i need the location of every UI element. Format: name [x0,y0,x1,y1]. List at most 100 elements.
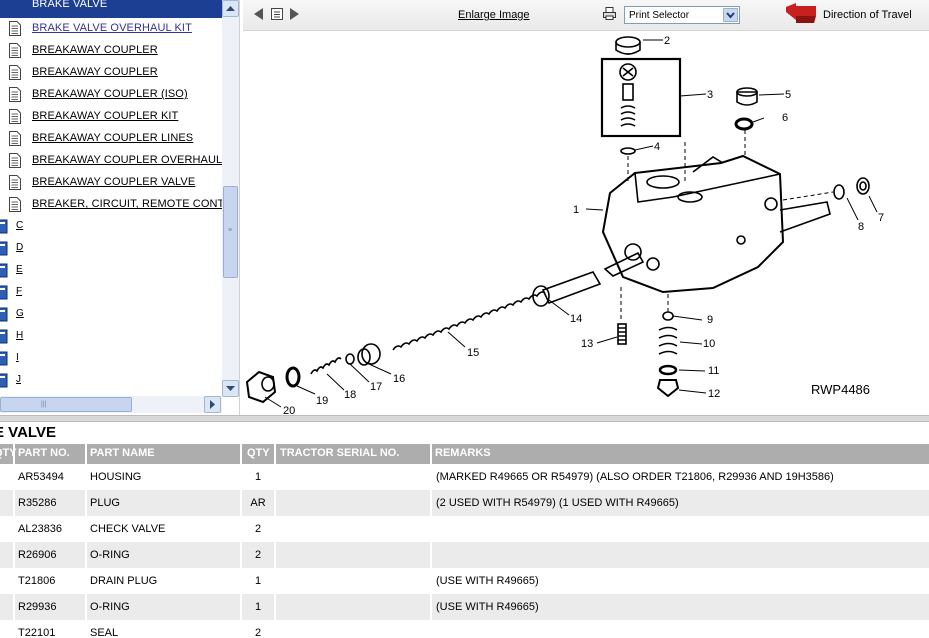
part-name-cell: PLUG [90,497,120,509]
tree-letter-e[interactable]: E [0,260,60,282]
chevron-right-icon [210,400,215,409]
tree-item[interactable]: BREAKAWAY COUPLER LINES [0,128,222,150]
tree-item[interactable]: BREAKAWAY COUPLER OVERHAUL K [0,150,232,172]
callout-15[interactable]: 15 [467,347,479,359]
callout-7[interactable]: 7 [878,212,884,224]
brake-valve-drawing: 2 3 4 5 6 1 7 8 9 10 11 12 13 14 15 16 1… [245,35,884,417]
callout-8[interactable]: 8 [858,221,864,233]
callout-9[interactable]: 9 [707,314,713,326]
index-button[interactable] [270,6,284,22]
callout-18[interactable]: 18 [344,389,356,401]
section-title: E VALVE [0,424,56,441]
tree-letter-i[interactable]: I [0,348,60,370]
callout-16[interactable]: 16 [393,373,405,385]
tree-item-label: BREAKAWAY COUPLER (ISO) [32,88,188,100]
document-icon [9,109,21,124]
tree-item[interactable]: BRAKE VALVE OVERHAUL KIT [0,18,222,40]
part-no-cell[interactable]: R35286 [18,497,57,509]
callout-2[interactable]: 2 [664,35,670,47]
callout-10[interactable]: 10 [703,338,715,350]
callout-6[interactable]: 6 [782,112,788,124]
print-selector-dropdown[interactable]: Print Selector [624,6,740,24]
callout-13[interactable]: 13 [581,338,593,350]
image-toolbar: Enlarge Image Print Selector Direction o… [243,0,929,31]
part-name-cell: SEAL [90,627,119,638]
callout-17[interactable]: 17 [370,381,382,393]
letter-label: H [16,330,24,341]
triangle-right-icon [290,8,299,20]
part-no-cell[interactable]: T21806 [18,575,56,587]
list-page-icon [271,8,283,20]
tree-item[interactable]: BREAKAWAY COUPLER KIT [0,106,222,128]
scroll-up-button[interactable] [222,0,239,17]
book-icon [0,351,8,366]
remarks-cell: (USE WITH R49665) [436,575,539,587]
tree-vertical-scrollbar[interactable]: ≡ [222,0,239,397]
tree-item[interactable]: BREAKER, CIRCUIT, REMOTE CONTROL [0,194,239,216]
callout-19[interactable]: 19 [316,395,328,407]
part-no-cell[interactable]: R26906 [18,549,57,561]
part-no-cell[interactable]: AR53494 [18,471,64,483]
tree-letter-f[interactable]: F [0,282,60,304]
book-icon [0,329,8,344]
table-row[interactable]: T21806 DRAIN PLUG 1 (USE WITH R49665) [0,568,929,594]
document-icon [9,65,21,80]
part-name-cell: O-RING [90,549,130,561]
horizontal-scroll-thumb[interactable]: ||| [0,397,132,412]
scroll-down-button[interactable] [222,380,239,397]
tree-letter-g[interactable]: G [0,304,60,326]
tree-letter-j[interactable]: J [0,370,60,392]
tree-item-label: BREAKAWAY COUPLER KIT [32,110,179,122]
tree-letter-h[interactable]: H [0,326,60,348]
printer-icon[interactable] [603,7,616,20]
callout-3[interactable]: 3 [707,89,713,101]
qty-cell: 1 [254,601,262,613]
chevron-down-icon [726,12,735,19]
exploded-parts-diagram: 2 3 4 5 6 1 7 8 9 10 11 12 13 14 15 16 1… [243,32,929,417]
callout-20[interactable]: 20 [283,405,295,417]
tree-letter-d[interactable]: D [0,238,60,260]
remarks-cell: (USE WITH R49665) [436,601,539,613]
part-no-cell[interactable]: AL23836 [18,523,63,535]
tree-item[interactable]: BREAKAWAY COUPLER VALVE [0,172,222,194]
part-no-cell[interactable]: T22101 [18,627,56,638]
part-no-cell[interactable]: R29936 [18,601,57,613]
tree-item-label: BREAKAWAY COUPLER [32,44,158,56]
qty-cell: 1 [254,575,262,587]
qty-cell: 1 [254,471,262,483]
qty-cell: 2 [254,627,262,638]
document-icon [9,21,21,36]
tree-item[interactable]: BREAKAWAY COUPLER [0,62,222,84]
tree-item[interactable]: BREAKAWAY COUPLER (ISO) [0,84,222,106]
callout-11[interactable]: 11 [708,365,719,377]
book-icon [0,219,8,234]
tree-letter-c[interactable]: C [0,216,60,238]
callout-1[interactable]: 1 [573,204,579,216]
triangle-left-icon [254,8,263,20]
tree-item[interactable]: BREAKAWAY COUPLER [0,40,222,62]
tree-item[interactable]: BRAKE VALVE [0,0,222,18]
qty-cell: AR [250,497,266,509]
callout-5[interactable]: 5 [785,89,791,101]
next-image-button[interactable] [287,6,301,22]
vertical-scroll-thumb[interactable]: ≡ [223,186,238,278]
callout-4[interactable]: 4 [654,141,660,153]
image-id-label: RWP4486 [811,382,870,397]
callout-12[interactable]: 12 [708,388,720,400]
pane-splitter[interactable] [0,415,929,422]
enlarge-image-link[interactable]: Enlarge Image [458,9,530,21]
previous-image-button[interactable] [252,6,266,22]
scroll-right-button[interactable] [204,396,221,413]
callout-14[interactable]: 14 [570,313,582,325]
part-name-cell: DRAIN PLUG [90,575,158,587]
dropdown-arrow-button[interactable] [723,8,738,22]
letter-label: C [16,220,24,231]
table-row[interactable]: T22101 SEAL 2 [0,620,929,638]
tree-horizontal-scrollbar[interactable]: ||| [0,396,222,413]
